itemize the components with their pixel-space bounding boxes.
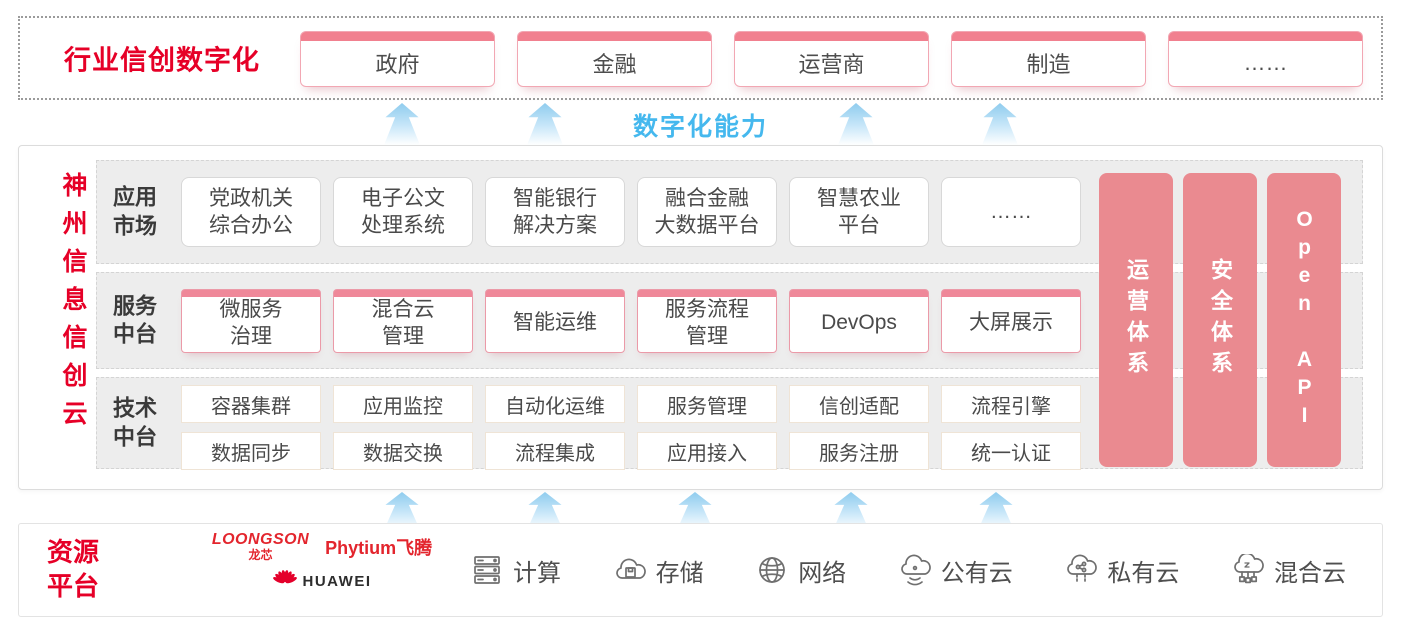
resource-compute: 计算 — [469, 553, 561, 588]
tab-operator: 运营商 — [734, 31, 929, 87]
app-market-items: 党政机关综合办公 电子公文处理系统 智能银行解决方案 融合金融大数据平台 智慧农… — [181, 161, 1081, 263]
phytium-logo: Phytium飞腾 — [325, 538, 433, 558]
app-item: 党政机关综合办公 — [181, 177, 321, 247]
tech-item: 流程集成 — [485, 432, 625, 470]
tab-manufacturing: 制造 — [951, 31, 1146, 87]
resource-network: 网络 — [754, 553, 846, 588]
tech-item: 服务管理 — [637, 385, 777, 423]
service-platform-label: 服务 中台 — [113, 292, 173, 349]
network-globe-icon — [759, 557, 786, 583]
public-cloud-icon — [900, 554, 931, 586]
resource-platform-panel: 资源 平台 LOONGSON 龙芯 Phytium飞腾 — [18, 523, 1383, 617]
tech-item: 数据交换 — [333, 432, 473, 470]
service-items: 微服务治理 混合云管理 智能运维 服务流程管理 DevOps 大屏展示 — [181, 273, 1081, 368]
sidebar-security-system: 安全体系 — [1183, 173, 1257, 467]
up-arrow-icon — [384, 103, 420, 145]
service-item: 混合云管理 — [333, 288, 473, 353]
tech-item: 自动化运维 — [485, 385, 625, 423]
tech-items: 容器集群 应用监控 自动化运维 服务管理 信创适配 流程引擎 数据同步 数据交换… — [181, 385, 1081, 470]
tech-item: 应用接入 — [637, 432, 777, 470]
row-label-line: 市场 — [113, 213, 158, 238]
app-item: 智慧农业平台 — [789, 177, 929, 247]
up-arrow-icon — [527, 103, 563, 145]
resource-storage: 存储 — [612, 553, 704, 588]
industry-band: 行业信创数字化 政府 金融 运营商 制造 …… — [18, 16, 1383, 100]
vendor-logos: LOONGSON 龙芯 Phytium飞腾 — [197, 532, 447, 593]
row-label-line: 中台 — [113, 321, 158, 347]
private-cloud-icon — [1067, 554, 1098, 583]
app-item: 电子公文处理系统 — [333, 177, 473, 247]
app-item: 智能银行解决方案 — [485, 177, 625, 247]
tech-item: 流程引擎 — [941, 385, 1081, 423]
app-item: 融合金融大数据平台 — [637, 177, 777, 247]
capability-label: 数字化能力 — [633, 113, 769, 141]
service-item: DevOps — [789, 288, 929, 353]
resource-public-cloud: 公有云 — [897, 553, 1013, 588]
tab-more: …… — [1168, 31, 1363, 87]
app-market-label: 应用 市场 — [113, 183, 173, 240]
resource-platform-title: 资源 平台 — [47, 537, 100, 601]
tech-platform-label: 技术 中台 — [113, 394, 173, 451]
sidebar-open-api: Open API — [1267, 173, 1341, 467]
row-label-line: 服务 — [113, 292, 158, 318]
tab-government: 政府 — [300, 31, 495, 87]
industry-band-title: 行业信创数字化 — [64, 45, 260, 76]
huawei-flower-icon — [272, 570, 297, 584]
tab-finance: 金融 — [517, 31, 712, 87]
server-icon — [474, 556, 500, 584]
up-arrow-icon — [982, 103, 1018, 145]
sidebar-operation-system: 运营体系 — [1099, 173, 1173, 467]
up-arrow-icon — [838, 103, 874, 145]
storage-cloud-icon — [615, 558, 646, 579]
resource-items: 计算 存储 网络 — [469, 524, 1346, 616]
service-item: 服务流程管理 — [637, 288, 777, 353]
resource-private-cloud: 私有云 — [1063, 553, 1179, 588]
loongson-logo: LOONGSON 龙芯 — [211, 531, 310, 562]
row-label-line: 技术 — [113, 395, 158, 421]
row-label-line: 中台 — [113, 424, 158, 449]
service-item: 智能运维 — [485, 288, 625, 353]
platform-title: 神州信息信创云 — [59, 172, 87, 438]
row-label-line: 应用 — [113, 184, 158, 210]
huawei-logo: HUAWEI — [197, 569, 447, 593]
tech-item: 应用监控 — [333, 385, 473, 423]
tech-item: 服务注册 — [789, 432, 929, 470]
app-item-more: …… — [941, 177, 1081, 247]
industry-tabs: 政府 金融 运营商 制造 …… — [300, 31, 1363, 87]
tech-item: 信创适配 — [789, 385, 929, 423]
hybrid-cloud-icon — [1234, 554, 1264, 584]
cloud-platform-panel: 神州信息信创云 应用 市场 党政机关综合办公 电子公文处理系统 智能银行解决方案… — [18, 145, 1383, 490]
tech-item: 数据同步 — [181, 432, 321, 470]
service-item: 微服务治理 — [181, 288, 321, 353]
service-item: 大屏展示 — [941, 288, 1081, 353]
tech-item: 统一认证 — [941, 432, 1081, 470]
resource-hybrid-cloud: 混合云 — [1230, 553, 1346, 588]
tech-item: 容器集群 — [181, 385, 321, 423]
